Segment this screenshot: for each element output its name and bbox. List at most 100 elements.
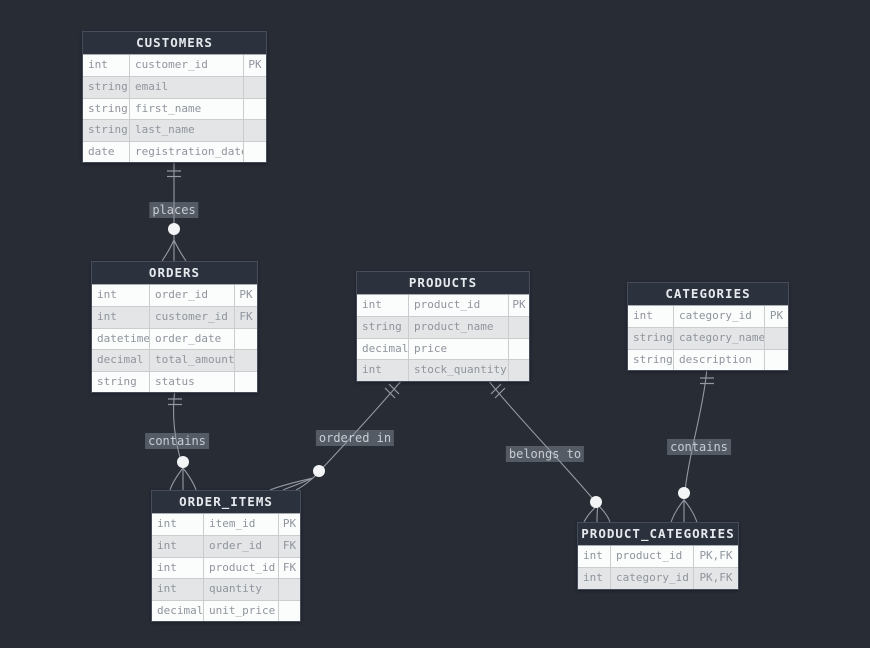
cell-key: PK,FK bbox=[699, 571, 733, 585]
cell-type: int bbox=[152, 514, 204, 536]
relationship-label[interactable]: contains bbox=[145, 433, 209, 449]
cell-name: category_id bbox=[611, 568, 694, 589]
cardinality-zero-circle bbox=[313, 465, 325, 477]
cell-type: int bbox=[578, 568, 611, 589]
cell-name: order_id bbox=[150, 285, 235, 307]
crow-foot-prong bbox=[683, 499, 698, 523]
cell-type: int bbox=[357, 295, 409, 317]
table-title[interactable]: ORDER_ITEMS bbox=[152, 491, 300, 514]
cell-name: item_id bbox=[204, 514, 279, 536]
relationship-belongs-to-products bbox=[487, 379, 611, 523]
cell-name: price bbox=[409, 338, 509, 360]
cell-name: product_id bbox=[611, 546, 694, 568]
cell-key: PK bbox=[512, 298, 526, 311]
relationship-places-customers bbox=[161, 160, 187, 262]
cell-name: last_name bbox=[130, 120, 244, 141]
relationship-contains-categories bbox=[670, 367, 714, 523]
cardinality-zero-circle bbox=[590, 496, 602, 508]
cell-name: customer_id bbox=[130, 55, 244, 77]
relationship-label[interactable]: contains bbox=[667, 439, 731, 455]
cell-type: string bbox=[628, 328, 674, 349]
cell-type: string bbox=[83, 98, 130, 120]
cell-type: decimal bbox=[92, 350, 150, 371]
cell-key: FK bbox=[239, 310, 253, 324]
cell-name: total_amount bbox=[150, 350, 235, 371]
cell-type: int bbox=[578, 546, 611, 568]
cell-name: status bbox=[150, 371, 235, 392]
cell-name: stock_quantity bbox=[409, 360, 509, 381]
cardinality-zero-circle bbox=[177, 456, 189, 468]
cell-name: customer_id bbox=[150, 307, 235, 328]
relationship-label[interactable]: belongs to bbox=[505, 446, 585, 462]
crow-foot-prong bbox=[269, 477, 314, 491]
relationship-label[interactable]: ordered in bbox=[315, 430, 395, 446]
cell-name: unit_price bbox=[204, 600, 279, 621]
cell-type: string bbox=[83, 77, 130, 98]
table-title[interactable]: CUSTOMERS bbox=[83, 32, 266, 55]
cell-type: datetime bbox=[92, 328, 150, 350]
crow-foot-prong bbox=[670, 499, 685, 523]
cell-type: int bbox=[152, 579, 204, 600]
relationship-label[interactable]: places bbox=[149, 202, 199, 218]
cell-key: PK bbox=[282, 517, 297, 530]
cell-type: int bbox=[92, 307, 150, 328]
cell-name: description bbox=[674, 349, 765, 371]
cardinality-zero-circle bbox=[168, 223, 180, 235]
cell-name: first_name bbox=[130, 98, 244, 120]
cell-name: registration_date bbox=[130, 141, 244, 162]
table-title[interactable]: ORDERS bbox=[92, 262, 257, 285]
cell-name: order_date bbox=[150, 328, 235, 350]
cell-type: decimal bbox=[152, 600, 204, 621]
cell-type: int bbox=[83, 55, 130, 77]
cardinality-one-tick bbox=[388, 383, 400, 395]
cell-name: product_name bbox=[409, 317, 509, 338]
crow-foot-prong bbox=[161, 239, 175, 262]
cell-key: PK bbox=[239, 288, 253, 301]
cell-key: FK bbox=[282, 560, 297, 574]
crow-foot-prong bbox=[182, 467, 197, 491]
cell-type: int bbox=[92, 285, 150, 307]
relationship-contains-orders bbox=[168, 388, 197, 491]
cell-name: product_id bbox=[409, 295, 509, 317]
table-title[interactable]: PRODUCT_CATEGORIES bbox=[578, 523, 738, 546]
cell-name: order_id bbox=[204, 536, 279, 557]
table-title[interactable]: PRODUCTS bbox=[357, 272, 529, 295]
cell-type: int bbox=[628, 306, 674, 328]
crow-foot-prong bbox=[173, 239, 187, 262]
table-title[interactable]: CATEGORIES bbox=[628, 283, 788, 306]
